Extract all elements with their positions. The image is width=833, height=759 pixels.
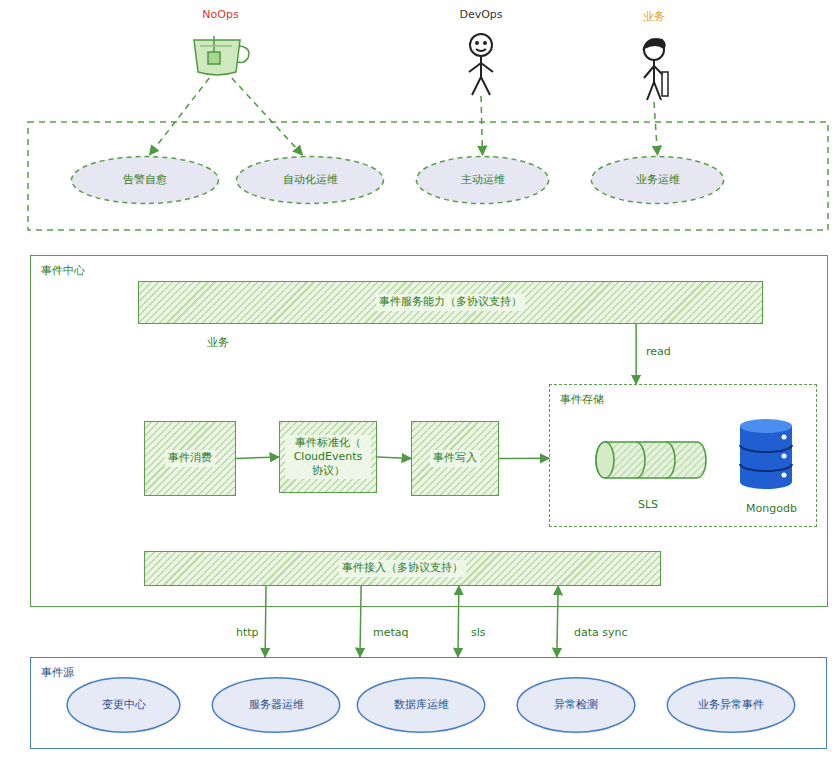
- connector-arrow: [499, 458, 549, 460]
- dashed-region: [28, 122, 828, 230]
- group-title: 事件存储: [560, 393, 604, 407]
- use-case-ellipse: 告警自愈: [70, 155, 220, 205]
- process-box: 事件写入: [411, 421, 499, 496]
- connector-arrow: [377, 457, 411, 459]
- node-label: 自动化运维: [283, 173, 338, 187]
- text-holder: 数据库运维: [394, 698, 449, 712]
- edge-label: sls: [469, 626, 488, 640]
- storage-group: 事件存储: [549, 384, 817, 527]
- edge-label: http: [234, 626, 261, 640]
- note-label: 业务: [205, 336, 231, 350]
- node-label: 异常检测: [554, 698, 598, 712]
- node-label: 变更中心: [102, 698, 146, 712]
- edge-label: metaq: [371, 626, 411, 640]
- node-label: 事件写入: [430, 450, 480, 466]
- actor-name: 业务: [622, 10, 686, 24]
- node-label: 事件接入（多协议支持）: [339, 560, 466, 576]
- text-holder: 事件服务能力（多协议支持）: [376, 294, 525, 310]
- node-label: 事件标准化（ CloudEvents 协议）: [285, 435, 371, 480]
- source-group: 事件源变更中心 服务器运维 数据库运维 异常检测 业务异常事件: [30, 657, 827, 749]
- connector-arrow: [557, 586, 558, 657]
- text-holder: 告警自愈: [123, 173, 167, 187]
- actor-name: NoOps: [183, 8, 258, 22]
- connector-arrow: [457, 586, 459, 657]
- text-holder: 服务器运维: [249, 698, 304, 712]
- text-holder: 业务: [622, 10, 686, 24]
- actor: DevOps: [450, 8, 512, 96]
- connector-arrow: [654, 102, 658, 155]
- text-holder: 业务运维: [636, 173, 680, 187]
- text-holder: 事件源: [41, 666, 74, 680]
- source-ellipse: 服务器运维: [211, 676, 341, 734]
- node-label: 事件消费: [165, 450, 215, 466]
- node-label: 事件服务能力（多协议支持）: [376, 294, 525, 310]
- actor: NoOps: [183, 8, 258, 78]
- cup-icon: [194, 36, 249, 75]
- connector-arrow: [236, 457, 279, 459]
- actor-name: DevOps: [450, 8, 512, 22]
- node-label: 业务运维: [636, 173, 680, 187]
- connector-arrow: [360, 586, 361, 657]
- connector-arrow: [264, 586, 266, 657]
- storage-name: Mongodb: [744, 502, 799, 516]
- node-label: 服务器运维: [249, 698, 304, 712]
- process-box: 事件标准化（ CloudEvents 协议）: [279, 421, 377, 493]
- person-icon: [469, 34, 493, 95]
- source-ellipse: 异常检测: [516, 676, 636, 734]
- storage-cylinder: [596, 442, 706, 478]
- source-ellipse: 数据库运维: [356, 676, 486, 734]
- node-label: 数据库运维: [394, 698, 449, 712]
- text-holder: 事件存储: [560, 393, 604, 407]
- edge-label: read: [644, 345, 673, 359]
- use-case-ellipse: 业务运维: [590, 155, 725, 205]
- connector-arrow: [150, 78, 210, 155]
- storage-name: SLS: [636, 498, 660, 512]
- node-label: 告警自愈: [123, 173, 167, 187]
- edge-label: data sync: [572, 626, 630, 640]
- text-holder: 异常检测: [554, 698, 598, 712]
- use-case-ellipse: 自动化运维: [235, 155, 385, 205]
- text-holder: 事件写入: [430, 450, 480, 466]
- group-box: 事件中心事件服务能力（多协议支持） 事件消费 事件标准化（ CloudEvents …: [30, 255, 828, 607]
- connector-arrow: [481, 96, 483, 155]
- group-title: 事件源: [41, 666, 74, 680]
- text-holder: 业务异常事件: [698, 698, 764, 712]
- use-case-ellipse: 主动运维: [415, 155, 550, 205]
- database-icon: [740, 419, 792, 489]
- group-title: 事件中心: [41, 264, 85, 278]
- text-holder: 事件消费: [165, 450, 215, 466]
- node-label: 业务异常事件: [698, 698, 764, 712]
- text-holder: 事件中心: [41, 264, 85, 278]
- text-holder: 变更中心: [102, 698, 146, 712]
- connector-arrow: [635, 324, 637, 384]
- capability-band: 事件服务能力（多协议支持）: [138, 281, 763, 324]
- connector-arrow: [232, 78, 303, 155]
- capability-band: 事件接入（多协议支持）: [144, 551, 661, 586]
- person-icon: [644, 39, 668, 100]
- text-holder: 自动化运维: [283, 173, 338, 187]
- node-label: 主动运维: [461, 173, 505, 187]
- process-box: 事件消费: [144, 421, 236, 496]
- source-ellipse: 业务异常事件: [666, 676, 796, 734]
- text-holder: DevOps: [450, 8, 512, 22]
- text-holder: 事件接入（多协议支持）: [339, 560, 466, 576]
- text-holder: 事件标准化（ CloudEvents 协议）: [285, 435, 371, 480]
- text-holder: NoOps: [183, 8, 258, 22]
- actor: 业务: [622, 10, 686, 102]
- source-ellipse: 变更中心: [66, 676, 181, 734]
- text-holder: 主动运维: [461, 173, 505, 187]
